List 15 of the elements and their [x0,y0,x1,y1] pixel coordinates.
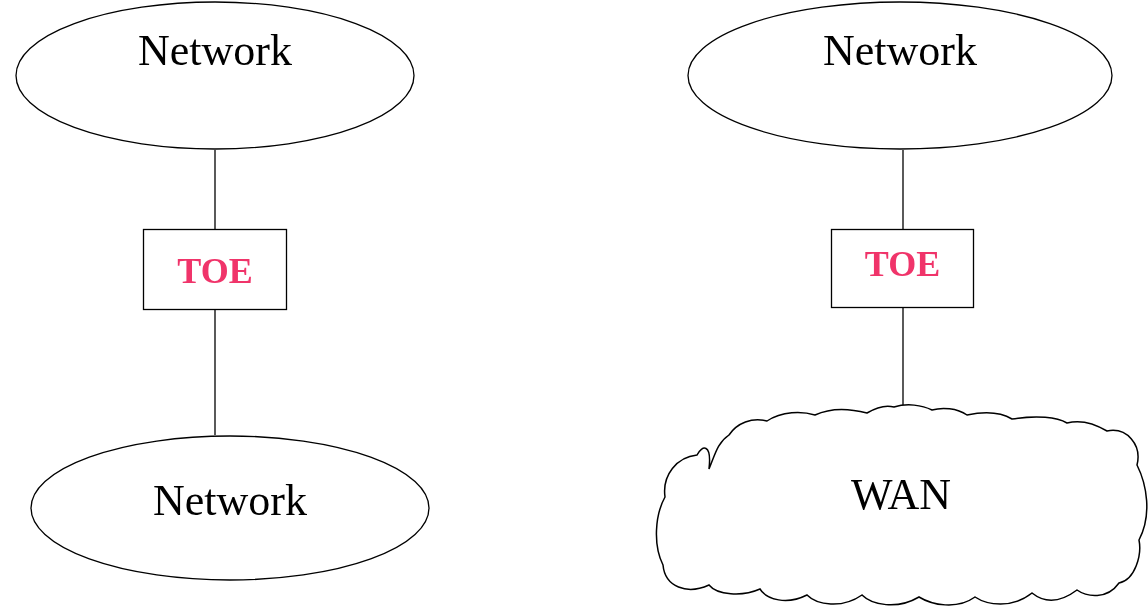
network-ellipse [30,435,430,581]
connector-line [214,149,216,230]
network-label: Network [823,25,977,76]
cloud-label: WAN [850,469,952,520]
device-label: TOE [177,250,253,292]
network-label: Network [153,475,307,526]
connector-line [902,149,904,230]
device-label: TOE [864,243,941,285]
connector-line [214,309,216,436]
device-box [831,229,974,308]
connector-line [902,307,904,406]
network-ellipse [687,1,1113,150]
network-label: Network [138,25,292,76]
network-ellipse [15,1,415,150]
device-box [143,229,287,310]
